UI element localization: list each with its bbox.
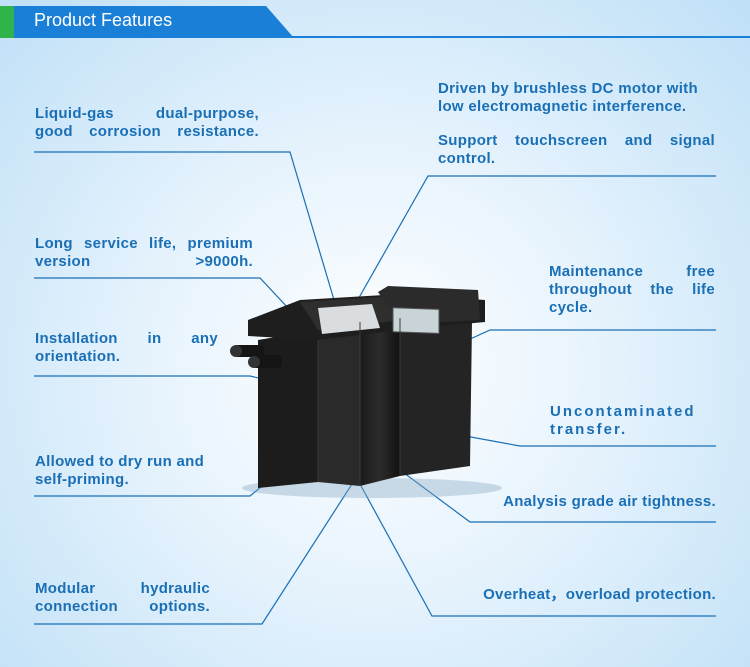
callout-line-air-tightness [399,469,716,523]
header-accent-bar [0,6,14,38]
feature-orientation: Installation in any orientation. [35,330,218,365]
feature-dry-run: Allowed to dry run and self-priming. [35,453,205,488]
feature-long-life: Long service life, premium version >9000… [35,235,253,270]
feature-air-tightness: Analysis grade air tightness. [503,493,716,510]
feature-overheat: Overheat，overload protection. [483,586,716,603]
callout-line-liquid-gas [34,151,341,321]
feature-motor: Driven by brushless DC motor with low el… [438,80,698,115]
feature-modular: Modular hydraulic connection options. [35,580,210,615]
section-header: Product Features [0,0,750,44]
header-banner [14,6,294,38]
header-title: Product Features [34,10,173,30]
feature-maintenance: Maintenance free throughout the life cyc… [549,263,715,316]
header-rule [290,36,750,38]
callout-line-motor [351,175,716,311]
callout-line-overheat [359,483,716,617]
feature-liquid-gas: Liquid-gas dual-purpose, good corrosion … [35,105,259,140]
callout-line-modular [34,483,353,625]
feature-touchscreen: Support touchscreen and signal control. [438,132,715,167]
feature-uncontaminated: Uncontaminated transfer. [550,403,696,438]
